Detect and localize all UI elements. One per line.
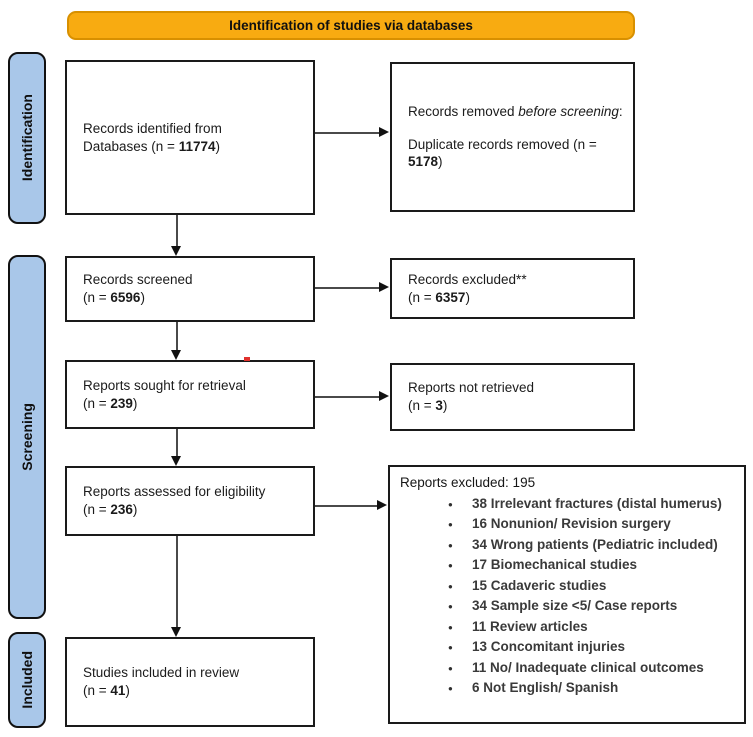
reports-sought-n: 239 [110,395,133,411]
box-records-removed: Records removed before screening: Duplic… [390,62,635,212]
connector-sought-to-not-retrieved-line [315,396,380,398]
records-identified-suffix: ) [215,138,220,154]
records-screened-suffix: ) [140,290,145,305]
studies-included-n: 41 [110,683,126,698]
excluded-reason-item: 11 Review articles [446,619,736,635]
reports-not-retrieved-n: 3 [435,398,443,413]
connector-sought-to-assessed-line [176,429,178,458]
excluded-reason-item: 15 Cadaveric studies [446,578,736,594]
records-removed-lead-colon: : [618,104,623,120]
connector-assessed-to-included-arrowhead-icon [171,627,181,637]
phase-label-included: Included [19,651,35,709]
records-identified-n: 11774 [178,138,216,154]
box-reports-assessed: Reports assessed for eligibility (n = 23… [65,466,315,536]
excluded-reason-item: 34 Sample size <5/ Case reports [446,598,736,614]
connector-identified-to-screened-arrowhead-icon [171,246,181,256]
reports-assessed-prefix: Reports assessed for eligibility (n = [83,484,266,517]
connector-sought-to-assessed-arrowhead-icon [171,456,181,466]
box-reports-sought: Reports sought for retrieval (n = 239) [65,360,315,429]
connector-screened-to-sought-line [176,322,178,352]
excluded-reason-item: 34 Wrong patients (Pediatric included) [446,537,736,553]
banner-label: Identification of studies via databases [229,18,473,33]
connector-screened-to-sought-arrowhead-icon [171,350,181,360]
box-records-removed-lead: Records removed before screening: [408,103,623,121]
connector-screened-to-excluded-line [315,287,380,289]
box-records-screened-text: Records screened (n = 6596) [83,271,303,306]
box-reports-excluded-reasons: Reports excluded: 195 38 Irrelevant frac… [388,465,746,724]
box-reports-assessed-text: Reports assessed for eligibility (n = 23… [83,483,303,518]
reports-excluded-header: Reports excluded: 195 [400,475,536,490]
reports-assessed-suffix: ) [132,502,138,517]
records-excluded-prefix: Records excluded** (n = [408,271,527,305]
reports-not-retrieved-suffix: ) [442,398,448,413]
excluded-reason-item: 16 Nonunion/ Revision surgery [446,516,736,532]
box-records-excluded: Records excluded** (n = 6357) [390,258,635,319]
records-removed-lead: Records removed [408,104,519,120]
box-records-excluded-text: Records excluded** (n = 6357) [408,271,623,306]
records-excluded-suffix: ) [465,289,470,305]
excluded-reason-item: 38 Irrelevant fractures (distal humerus) [446,496,736,512]
box-reports-not-retrieved-text: Reports not retrieved (n = 3) [408,379,623,414]
box-studies-included: Studies included in review (n = 41) [65,637,315,727]
records-removed-suffix: ) [438,154,443,170]
connector-identified-to-screened-line [176,215,178,247]
box-reports-not-retrieved: Reports not retrieved (n = 3) [390,363,635,431]
records-removed-lead-italic: before screening [518,104,619,120]
connector-identified-to-removed-line [315,132,380,134]
connector-identified-to-removed-arrowhead-icon [379,127,389,137]
connector-sought-to-not-retrieved-arrowhead-icon [379,391,389,401]
phase-bar-identification: Identification [8,52,46,224]
reports-sought-prefix: Reports sought for retrieval (n = [83,377,246,411]
phase-label-identification: Identification [19,94,35,182]
box-reports-sought-text: Reports sought for retrieval (n = 239) [83,377,303,412]
banner-identification-via-databases: Identification of studies via databases [67,11,635,40]
box-records-identified: Records identified from Databases (n = 1… [65,60,315,215]
reports-assessed-n: 236 [110,502,133,517]
excluded-reason-item: 13 Concomitant injuries [446,639,736,655]
box-studies-included-text: Studies included in review (n = 41) [83,664,303,699]
reports-sought-suffix: ) [132,395,138,411]
connector-assessed-to-included-line [176,536,178,629]
records-screened-n: 6596 [110,290,141,305]
excluded-reason-item: 17 Biomechanical studies [446,557,736,573]
reports-not-retrieved-prefix: Reports not retrieved (n = [408,380,535,413]
records-excluded-n: 6357 [435,289,466,305]
connector-assessed-to-excluded-reasons-line [315,505,378,507]
excluded-reason-item: 11 No/ Inadequate clinical outcomes [446,660,736,676]
phase-bar-included: Included [8,632,46,728]
connector-assessed-to-excluded-reasons-arrowhead-icon [377,500,387,510]
box-records-identified-text: Records identified from Databases (n = 1… [83,120,303,155]
records-removed-body: Duplicate records removed (n = [408,136,597,152]
phase-label-screening: Screening [19,403,35,471]
excluded-reasons-list: 38 Irrelevant fractures (distal humerus)… [400,492,736,701]
studies-included-prefix: Studies included in review (n = [83,665,240,698]
box-records-removed-body: Duplicate records removed (n = 5178) [408,136,623,171]
records-screened-prefix: Records screened (n = [83,272,193,305]
box-records-screened: Records screened (n = 6596) [65,256,315,322]
records-removed-n: 5178 [408,154,439,170]
red-mark-artifact [244,357,250,361]
phase-bar-screening: Screening [8,255,46,619]
connector-screened-to-excluded-arrowhead-icon [379,282,389,292]
studies-included-suffix: ) [125,683,130,698]
excluded-reason-item: 6 Not English/ Spanish [446,680,736,696]
records-identified-prefix: Records identified from Databases (n = [83,120,222,154]
